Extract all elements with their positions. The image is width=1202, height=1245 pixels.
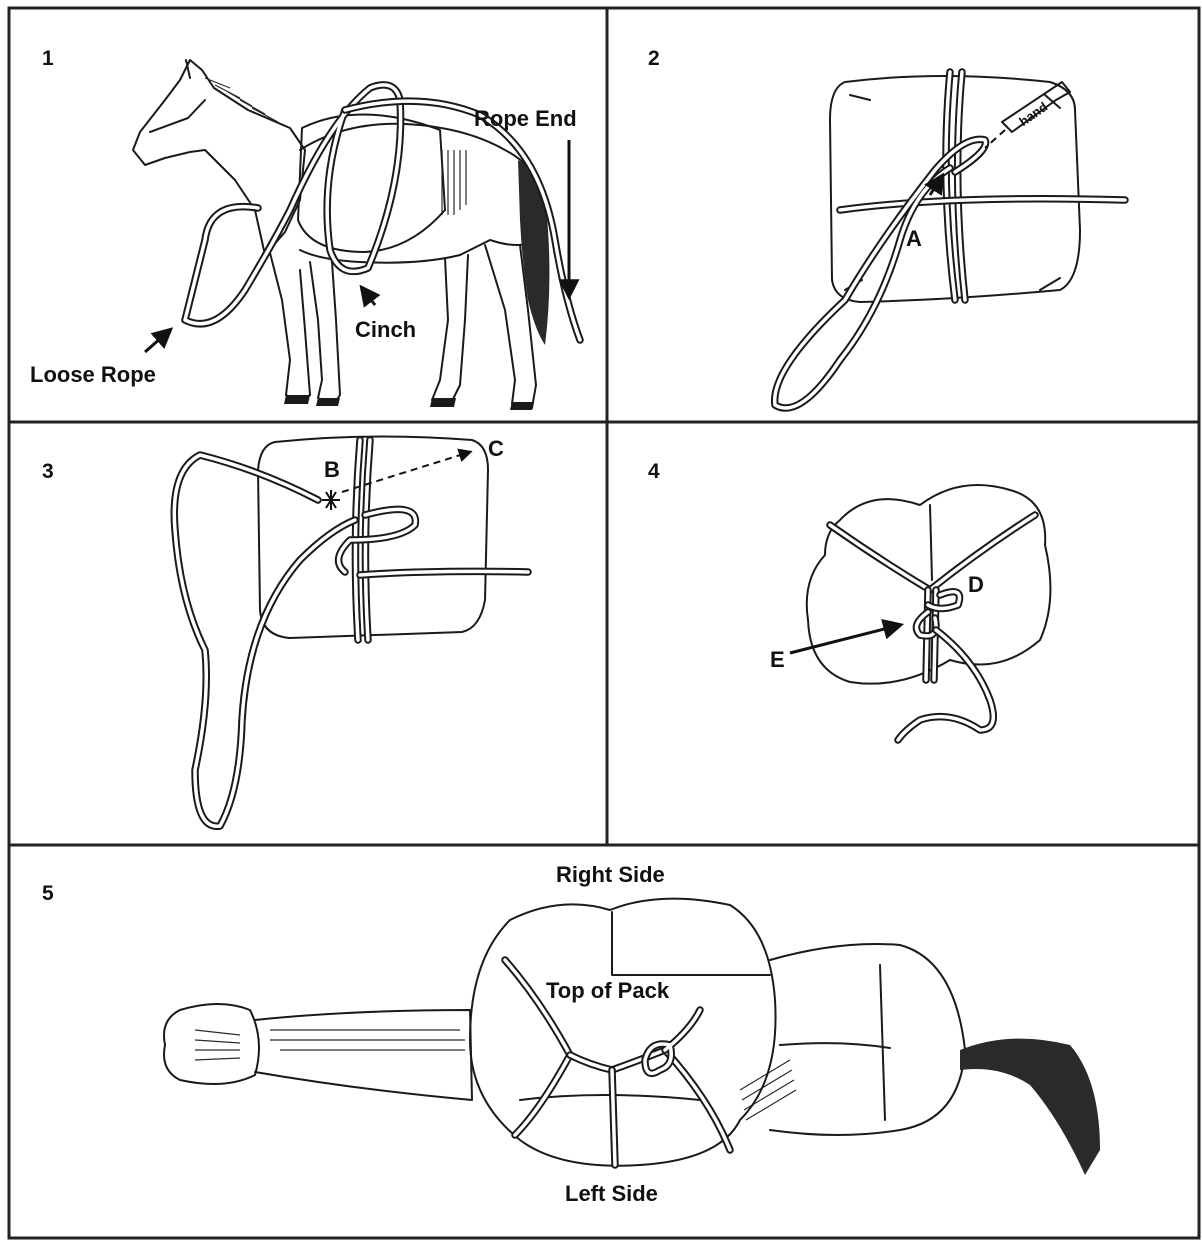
panel-5-number: 5 (42, 882, 54, 905)
loose-rope-label: Loose Rope (30, 362, 156, 387)
point-d-label: D (968, 572, 984, 597)
hand-tag-label: hand (1016, 99, 1050, 129)
panel-4-rope (830, 515, 1035, 740)
left-side-label: Left Side (565, 1181, 658, 1206)
rope-end-label: Rope End (474, 106, 577, 131)
panel-4: 4 D E (648, 460, 1050, 740)
panel-1-number: 1 (42, 47, 54, 70)
cinch-arrow (362, 288, 375, 305)
panel-3: 3 B C (42, 436, 528, 826)
right-side-label: Right Side (556, 862, 665, 887)
point-c-label: C (488, 436, 504, 461)
cinch-label: Cinch (355, 317, 416, 342)
panel-4-number: 4 (648, 460, 660, 483)
panel-3-rope (174, 440, 528, 826)
loose-rope-arrow (145, 330, 170, 352)
panel-5: 5 (42, 862, 1100, 1206)
panel-2: 2 A hand (648, 47, 1125, 408)
panel-2-number: 2 (648, 47, 660, 70)
top-of-pack-label: Top of Pack (546, 978, 670, 1003)
panel-3-number: 3 (42, 460, 54, 483)
hand-tag: hand (985, 82, 1070, 148)
point-e-arrow (790, 625, 900, 653)
point-b-label: B (324, 457, 340, 482)
panel-2-rope (775, 72, 1125, 408)
point-e-label: E (770, 647, 785, 672)
point-a-label: A (906, 226, 922, 251)
panel-1: 1 (30, 47, 580, 410)
pack-top-view (470, 899, 776, 1166)
point-b-star (322, 490, 340, 510)
